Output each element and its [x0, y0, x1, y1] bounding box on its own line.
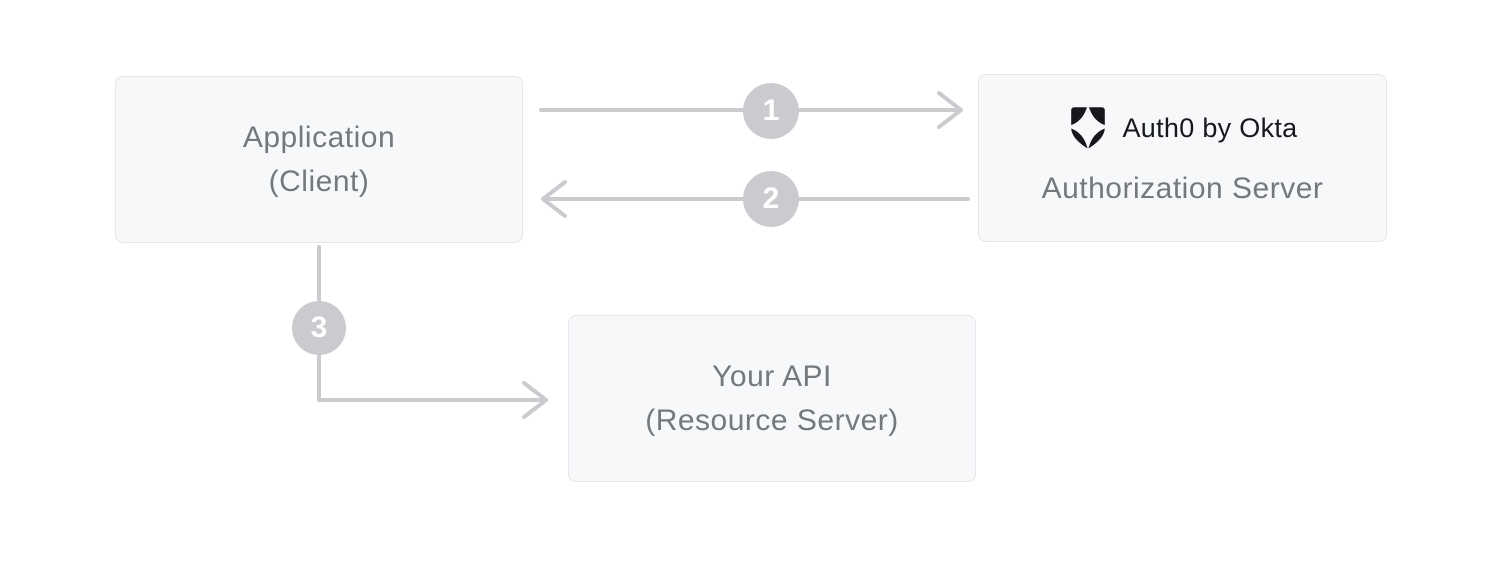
step-badge-1: 1 [743, 83, 799, 139]
application-title: Application [242, 120, 396, 154]
api-title: Your API [712, 359, 832, 393]
node-authorization-server: Auth0 by Okta Authorization Server [978, 74, 1387, 242]
api-subtitle: (Resource Server) [645, 403, 899, 437]
arrow-step-3 [317, 245, 548, 419]
node-your-api: Your API (Resource Server) [568, 315, 976, 482]
node-application-client: Application (Client) [115, 76, 523, 243]
auth0-shield-icon [1070, 107, 1105, 149]
authorization-server-label: Authorization Server [1041, 172, 1324, 205]
step-badge-2: 2 [743, 171, 799, 227]
auth0-logo: Auth0 by Okta [1068, 105, 1298, 151]
auth0-logo-text: Auth0 by Okta [1122, 112, 1298, 143]
step-badge-3: 3 [292, 301, 346, 355]
application-subtitle: (Client) [268, 164, 370, 198]
